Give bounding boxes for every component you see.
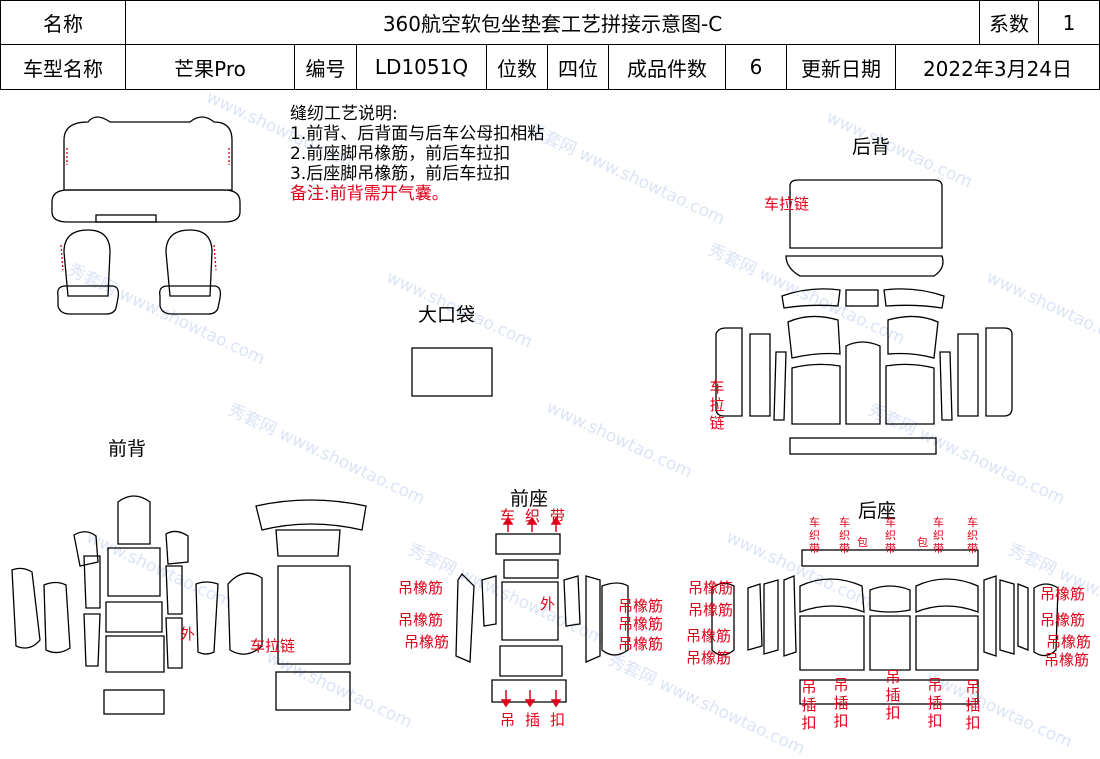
coef-value: 1	[1038, 0, 1100, 45]
notes-title: 缝纫工艺说明:	[290, 104, 398, 124]
label-wrap-rs-2: 包	[917, 536, 928, 549]
coef-label: 系数	[979, 0, 1039, 45]
label-elastic-rs-7: 吊橡筋	[1046, 633, 1092, 651]
section-label-rear-back: 后背	[852, 136, 891, 158]
label-clip-rs-3: 吊插扣	[885, 668, 901, 722]
big-pocket-piece	[411, 347, 493, 397]
section-label-rear-seat: 后座	[858, 500, 897, 522]
label-zipper-rear-back: 车拉链	[764, 195, 810, 213]
label-elastic-rs-2: 吊橡筋	[688, 601, 734, 619]
notes-line-3: 3.后座脚吊橡筋，前后车拉扣	[290, 164, 511, 184]
label-elastic-rs-3: 吊橡筋	[686, 627, 732, 645]
code-label: 编号	[294, 44, 357, 90]
notes-line-2: 2.前座脚吊橡筋，前后车拉扣	[290, 144, 511, 164]
date-value: 2022年3月24日	[895, 44, 1100, 90]
label-elastic-rs-5: 吊橡筋	[1040, 585, 1086, 603]
name-label: 名称	[0, 0, 126, 45]
label-woven-rs-2: 车织带	[839, 516, 850, 555]
label-elastic-fs-4: 吊橡筋	[618, 597, 664, 615]
front-back-pieces	[11, 495, 367, 715]
front-seat-pieces	[455, 533, 629, 703]
label-wrap-rs-1: 包	[857, 536, 868, 549]
label-elastic-fs-6: 吊橡筋	[618, 635, 664, 653]
label-outer-front-back: 外	[180, 625, 196, 643]
label-clip-front-seat: 吊插扣	[500, 711, 576, 729]
label-elastic-rs-1: 吊橡筋	[688, 579, 734, 597]
label-outer-front-seat: 外	[540, 595, 556, 613]
label-woven-front-seat: 车织带	[500, 507, 576, 525]
code-value: LD1051Q	[356, 44, 487, 90]
label-elastic-rs-4: 吊橡筋	[686, 649, 732, 667]
label-elastic-rs-6: 吊橡筋	[1040, 611, 1086, 629]
section-label-front-back: 前背	[108, 438, 147, 460]
section-label-big-pocket: 大口袋	[418, 304, 476, 326]
seat-overview-illustration	[51, 116, 241, 315]
rear-seat-pieces	[711, 549, 1059, 705]
pieces-value: 6	[725, 44, 787, 90]
label-elastic-rs-8: 吊橡筋	[1044, 651, 1090, 669]
label-elastic-fs-2: 吊橡筋	[398, 611, 444, 629]
date-label: 更新日期	[786, 44, 896, 90]
model-label: 车型名称	[0, 44, 126, 90]
header-table: 名称 360航空软包坐垫套工艺拼接示意图-C 系数 1 车型名称 芒果Pro 编…	[0, 0, 1100, 90]
notes-remark: 备注:前背需开气囊。	[290, 184, 449, 204]
seats-label: 位数	[486, 44, 548, 90]
label-clip-rs-4: 吊插扣	[927, 676, 943, 730]
red-arrows	[500, 516, 562, 708]
label-woven-rs-4: 车织带	[933, 516, 944, 555]
pieces-label: 成品件数	[608, 44, 726, 90]
label-woven-rs-3: 车织带	[885, 516, 896, 555]
label-woven-rs-1: 车织带	[809, 516, 820, 555]
label-elastic-fs-1: 吊橡筋	[398, 579, 444, 597]
notes-line-1: 1.前背、后背面与后车公母扣相粘	[290, 124, 545, 144]
rear-back-pieces	[715, 179, 1013, 455]
label-clip-rs-1: 吊插扣	[801, 678, 817, 732]
label-zipper-front-back: 车拉链	[250, 637, 296, 655]
label-elastic-fs-5: 吊橡筋	[618, 615, 664, 633]
label-clip-rs-5: 吊插扣	[965, 678, 981, 732]
label-clip-rs-2: 吊插扣	[833, 676, 849, 730]
label-zipper-vertical: 车拉链	[709, 378, 725, 432]
section-label-front-seat: 前座	[510, 488, 549, 510]
label-elastic-fs-3: 吊橡筋	[404, 633, 450, 651]
label-woven-rs-5: 车织带	[967, 516, 978, 555]
pattern-diagram	[11, 116, 1059, 715]
sewing-notes: 缝纫工艺说明: 1.前背、后背面与后车公母扣相粘 2.前座脚吊橡筋，前后车拉扣 …	[290, 104, 544, 204]
